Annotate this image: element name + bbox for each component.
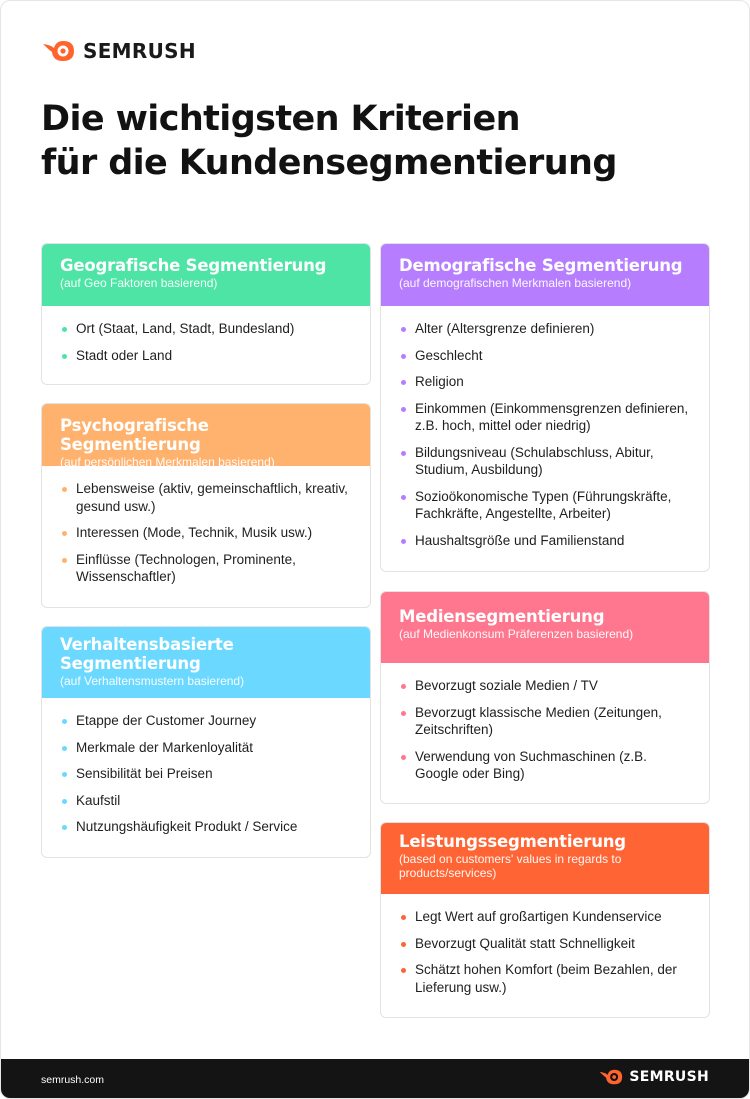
list-item: Geschlecht [399, 347, 691, 365]
list-item: Haushaltsgröße und Familienstand [399, 532, 691, 550]
card-subtitle: (based on customers' values in regards t… [399, 852, 622, 880]
card-header: Demografische Segmentierung (auf demogra… [381, 244, 709, 306]
card-title: Mediensegmentierung [399, 607, 605, 626]
card-header: Leistungssegmentierung (based on custome… [381, 823, 709, 894]
title-line-1: Die wichtigsten Kriterien [41, 99, 521, 139]
list-item: Legt Wert auf großartigen Kundenservice [399, 908, 691, 926]
card-verhaltensbasierte-segmentierung: Verhaltensbasierte Segmentierung (auf Ve… [41, 626, 371, 858]
list-item: Einkommen (Einkommensgrenzen definieren,… [399, 400, 691, 435]
card-list: Ort (Staat, Land, Stadt, Bundesland) Sta… [42, 306, 370, 364]
list-item: Stadt oder Land [60, 347, 352, 365]
card-subtitle: (auf demografischen Merkmalen basierend) [399, 276, 632, 290]
list-item: Nutzungshäufigkeit Produkt / Service [60, 818, 352, 836]
semrush-logo[interactable]: SEMRUSH [41, 39, 196, 63]
list-item: Etappe der Customer Journey [60, 712, 352, 730]
card-subtitle: (auf Geo Faktoren basierend) [60, 276, 218, 290]
card-title: Geografische Segmentierung [60, 256, 327, 275]
card-list: Etappe der Customer Journey Merkmale der… [42, 698, 370, 836]
list-item: Bildungsniveau (Schulabschluss, Abitur, … [399, 444, 691, 479]
list-item: Bevorzugt klassische Medien (Zeitungen, … [399, 704, 691, 739]
list-item: Lebensweise (aktiv, gemeinschaftlich, kr… [60, 480, 352, 515]
card-subtitle: (auf Medienkonsum Präferenzen basierend) [399, 627, 634, 641]
footer: semrush.com [1, 1059, 749, 1098]
semrush-flame-icon [43, 41, 74, 61]
list-item: Sozioökonomische Typen (Führungskräfte, … [399, 488, 691, 523]
footer-semrush-logo[interactable]: SEMRUSH [598, 1069, 709, 1085]
list-item: Alter (Altersgrenze definieren) [399, 320, 691, 338]
page-title: Die wichtigsten Kriterien für die Kunden… [41, 97, 721, 185]
list-item: Bevorzugt soziale Medien / TV [399, 677, 691, 695]
card-mediensegmentierung: Mediensegmentierung (auf Medienkonsum Pr… [380, 591, 710, 804]
card-title: Leistungssegmentierung [399, 832, 626, 851]
card-list: Lebensweise (aktiv, gemeinschaftlich, kr… [42, 466, 370, 586]
semrush-flame-icon [599, 1069, 623, 1085]
card-demografische-segmentierung: Demografische Segmentierung (auf demogra… [380, 243, 710, 572]
card-leistungssegmentierung: Leistungssegmentierung (based on custome… [380, 822, 710, 1018]
list-item: Schätzt hohen Komfort (beim Bezahlen, de… [399, 961, 691, 996]
footer-url[interactable]: semrush.com [41, 1074, 105, 1086]
card-header: Verhaltensbasierte Segmentierung (auf Ve… [42, 627, 370, 698]
card-list: Alter (Altersgrenze definieren) Geschlec… [381, 306, 709, 549]
semrush-wordmark: SEMRUSH [83, 39, 196, 63]
card-header: Psychografische Segmentierung (auf persö… [42, 404, 370, 469]
list-item: Merkmale der Markenloyalität [60, 739, 352, 757]
list-item: Kaufstil [60, 792, 352, 810]
card-header: Mediensegmentierung (auf Medienkonsum Pr… [381, 592, 709, 663]
list-item: Sensibilität bei Preisen [60, 765, 352, 783]
list-item: Religion [399, 373, 691, 391]
card-subtitle: (auf persönlichen Merkmalen basierend) [60, 455, 275, 469]
card-psychografische-segmentierung: Psychografische Segmentierung (auf persö… [41, 403, 371, 608]
title-line-2: für die Kundensegmentierung [41, 143, 617, 183]
card-list: Bevorzugt soziale Medien / TV Bevorzugt … [381, 663, 709, 783]
list-item: Verwendung von Suchmaschinen (z.B. Googl… [399, 748, 691, 783]
card-geografische-segmentierung: Geografische Segmentierung (auf Geo Fakt… [41, 243, 371, 385]
card-title: Demografische Segmentierung [399, 256, 683, 275]
list-item: Ort (Staat, Land, Stadt, Bundesland) [60, 320, 352, 338]
list-item: Einflüsse (Technologen, Prominente, Wiss… [60, 551, 352, 586]
card-title: Psychografische Segmentierung [60, 416, 209, 454]
semrush-wordmark: SEMRUSH [629, 1069, 709, 1085]
card-subtitle: (auf Verhaltensmustern basierend) [60, 674, 245, 688]
card-title: Verhaltensbasierte Segmentierung [60, 635, 234, 673]
card-list: Legt Wert auf großartigen Kundenservice … [381, 894, 709, 996]
card-header: Geografische Segmentierung (auf Geo Fakt… [42, 244, 370, 306]
list-item: Interessen (Mode, Technik, Musik usw.) [60, 524, 352, 542]
list-item: Bevorzugt Qualität statt Schnelligkeit [399, 935, 691, 953]
